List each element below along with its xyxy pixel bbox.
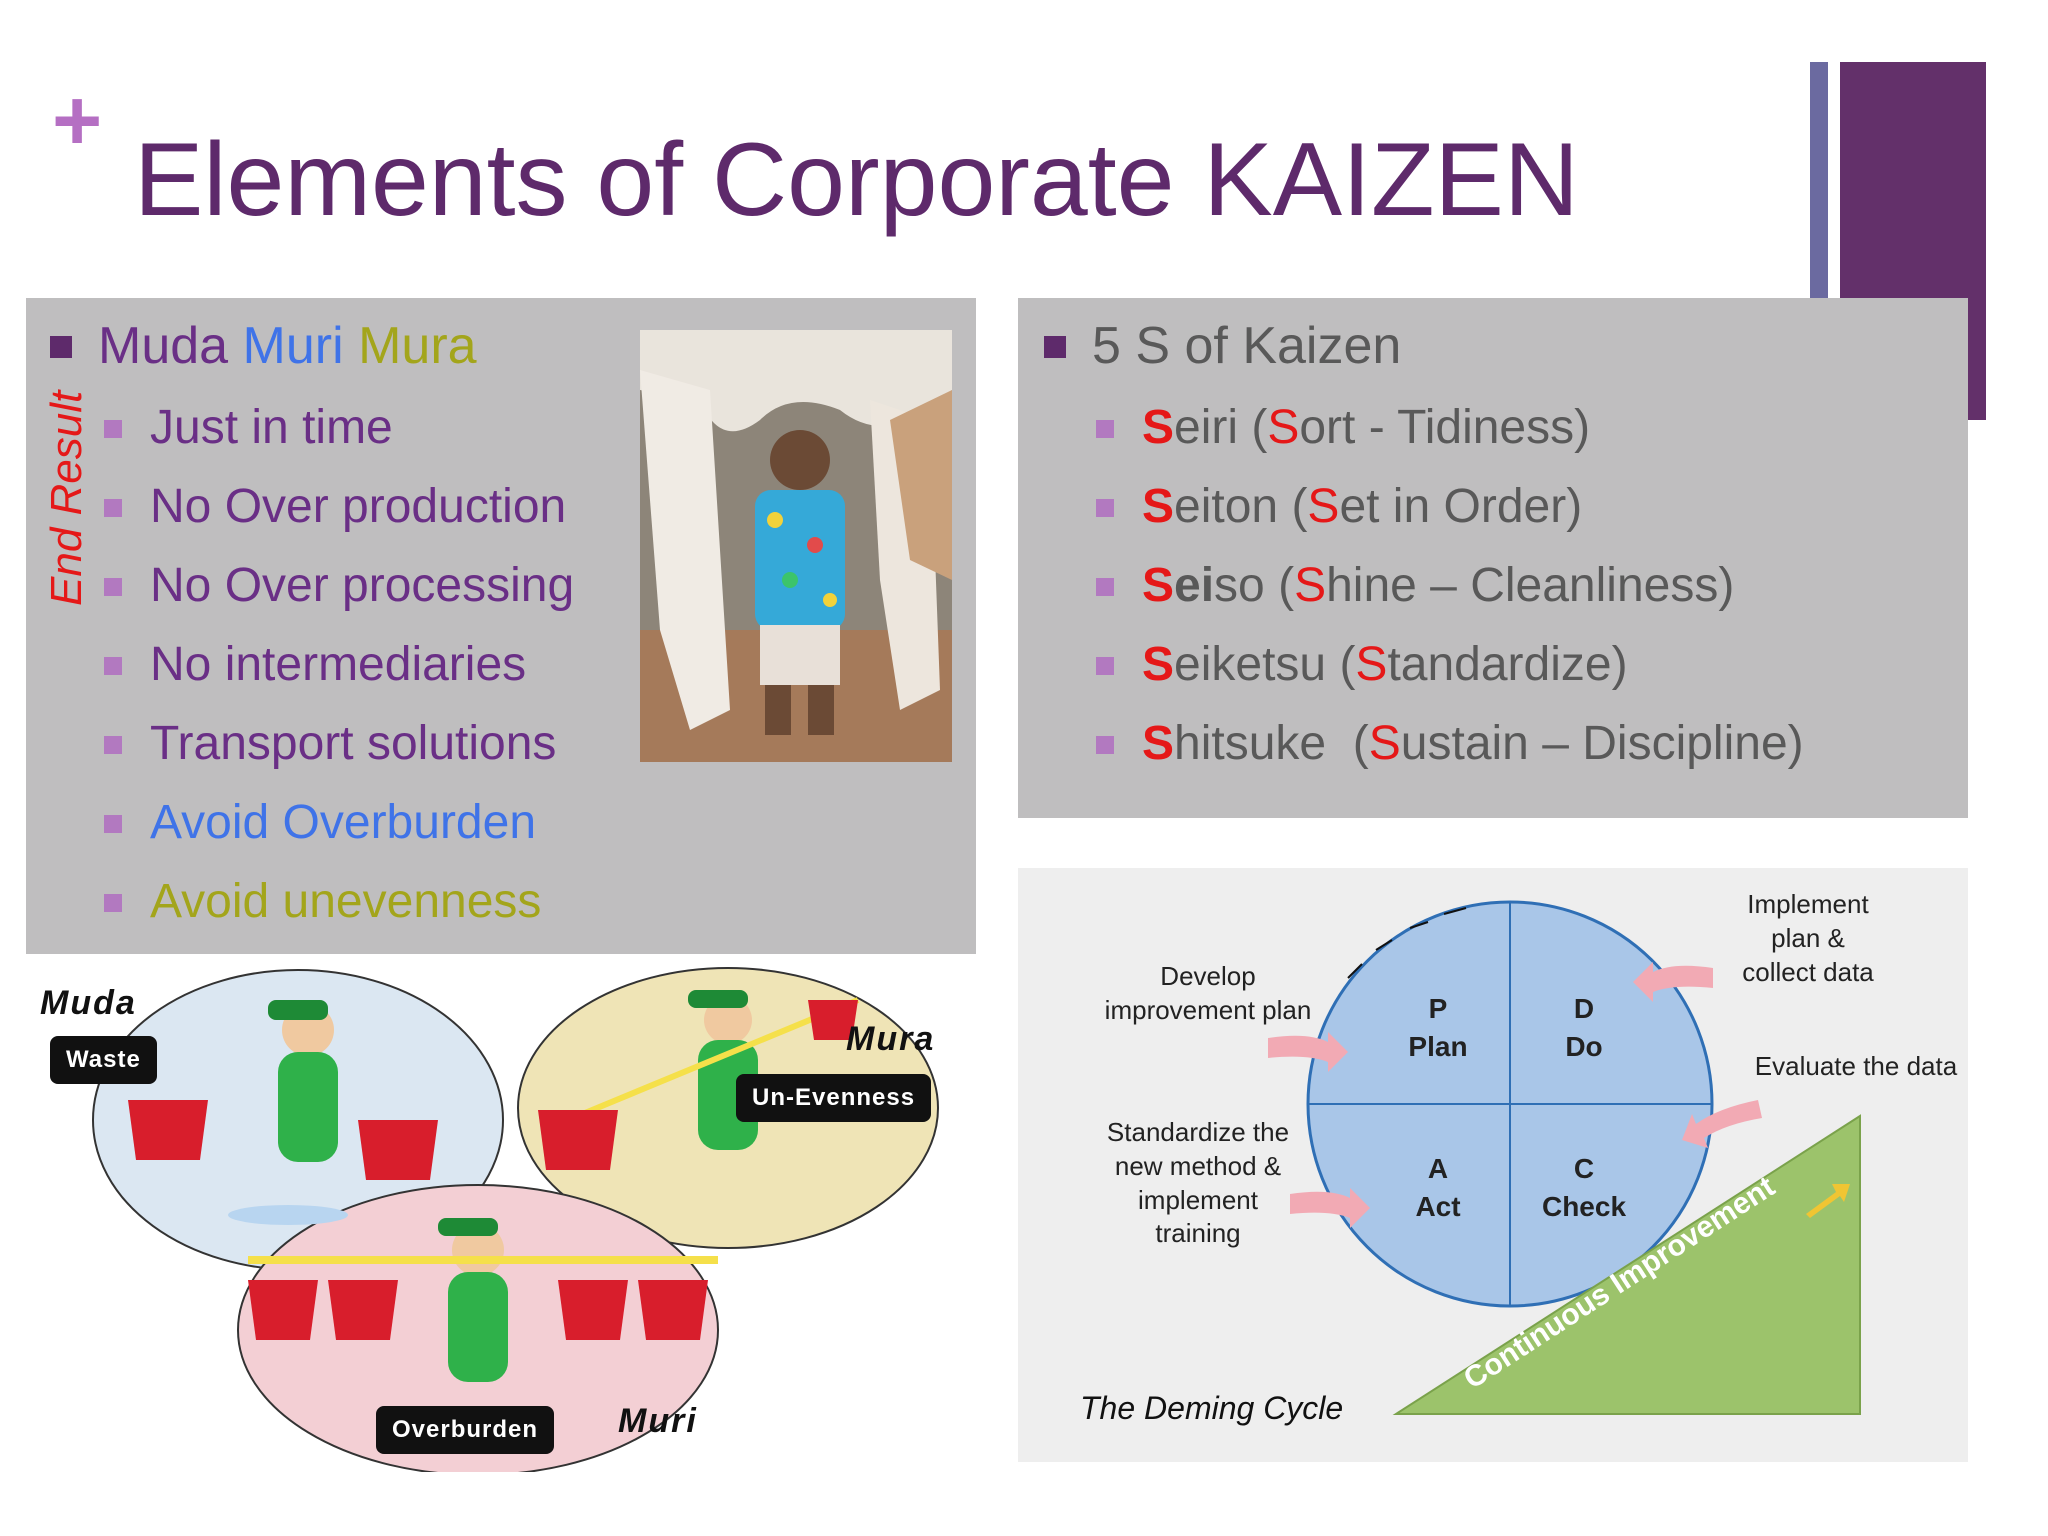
bullet-icon: [1096, 578, 1114, 596]
deming-graphic: [1268, 900, 1861, 1415]
term-text: so (: [1214, 559, 1295, 612]
bullet-icon: [104, 499, 122, 517]
list-item: Transport solutions: [150, 717, 557, 770]
cartoon-illustration: [92, 967, 939, 1476]
five-s-item-seiton: Seiton (Set in Order): [1142, 483, 1582, 531]
list-item: Just in time: [150, 401, 393, 454]
key-letter: S: [1267, 401, 1300, 454]
five-s-heading: 5 S of Kaizen: [1092, 317, 1402, 375]
cartoon-muri-label: Muri: [618, 1402, 698, 1440]
key-letter: S: [1307, 480, 1340, 533]
list-item: No Over production: [150, 480, 567, 533]
cartoon-muda-label: Muda: [40, 984, 137, 1022]
cartoon-unevenness-tag: Un-Evenness: [736, 1074, 932, 1122]
bullet-icon: [104, 420, 122, 438]
key-letter: S: [1142, 401, 1175, 454]
cartoon-waste-tag: Waste: [50, 1036, 157, 1084]
bullet-icon: [104, 815, 122, 833]
key-letter: S: [1142, 480, 1175, 533]
key-letter: S: [1368, 717, 1401, 770]
mura-word: Mura: [358, 317, 477, 375]
term-text: eiton (: [1174, 480, 1308, 533]
muda-word: Muda: [98, 317, 229, 375]
child-cow-photo: [640, 330, 952, 762]
list-item: Avoid Overburden: [150, 796, 537, 849]
meaning-text: hine – Cleanliness): [1326, 559, 1735, 612]
photo-illustration: [640, 330, 952, 762]
term-text: eiri (: [1174, 401, 1268, 454]
plus-mark: +: [52, 73, 103, 169]
five-s-item-seiri: Seiri (Sort - Tidiness): [1142, 404, 1590, 452]
list-item: No Over processing: [150, 559, 575, 612]
bullet-icon: [50, 336, 72, 358]
muri-word: Muri: [242, 317, 344, 375]
five-s-item-shitsuke: Shitsuke (Sustain – Discipline): [1142, 720, 1804, 768]
evaluate-text: Evaluate the data: [1754, 1051, 1958, 1081]
five-s-item-seiketsu: Seiketsu (Standardize): [1142, 641, 1628, 689]
accent-bar-thin: [1810, 62, 1828, 300]
term-text: eiketsu (: [1174, 638, 1356, 691]
meaning-text: ort - Tidiness): [1299, 401, 1591, 454]
bullet-icon: [1096, 736, 1114, 754]
cartoon-mura-label: Mura: [846, 1020, 936, 1058]
key-letter: S: [1142, 638, 1175, 691]
bullet-icon: [1044, 336, 1066, 358]
end-result-label: End Result: [42, 390, 91, 606]
meaning-text: ustain – Discipline): [1400, 717, 1804, 770]
key-letter: S: [1294, 559, 1327, 612]
bullet-icon: [1096, 657, 1114, 675]
bullet-icon: [104, 657, 122, 675]
muda-mura-muri-cartoon: Muda Waste Mura Un-Evenness Overburden M…: [28, 960, 968, 1476]
meaning-text: et in Order): [1339, 480, 1583, 533]
five-s-panel: [1018, 298, 1968, 818]
muda-muri-mura-heading: Muda Muri Mura: [98, 320, 477, 372]
deming-caption: The Deming Cycle: [1080, 1390, 1344, 1426]
slide-title: Elements of Corporate KAIZEN: [134, 122, 1580, 238]
list-item: Avoid unevenness: [150, 875, 542, 928]
meaning-text: tandardize): [1387, 638, 1628, 691]
list-item: No intermediaries: [150, 638, 527, 691]
key-letter: Sei: [1142, 559, 1215, 612]
bullet-icon: [104, 736, 122, 754]
key-letter: S: [1355, 638, 1388, 691]
bullet-icon: [104, 894, 122, 912]
bullet-icon: [1096, 499, 1114, 517]
term-text: hitsuke (: [1174, 717, 1369, 770]
five-s-item-seiso: Seiso (Shine – Cleanliness): [1142, 562, 1734, 610]
cartoon-overburden-tag: Overburden: [376, 1406, 555, 1454]
key-letter: S: [1142, 717, 1175, 770]
bullet-icon: [104, 578, 122, 596]
bullet-icon: [1096, 420, 1114, 438]
